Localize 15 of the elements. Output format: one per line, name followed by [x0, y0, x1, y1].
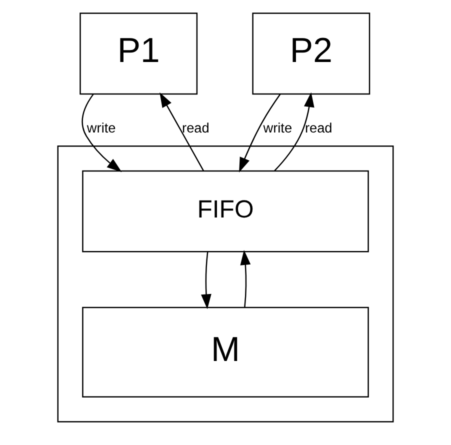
arrow	[240, 250, 251, 308]
node-box: M	[82, 306, 369, 398]
arrow	[239, 94, 281, 172]
arrow	[274, 92, 314, 172]
node-box: FIFO	[82, 170, 369, 252]
arrow	[160, 92, 204, 172]
arrow	[82, 94, 122, 172]
node-box: P1	[80, 12, 198, 95]
node-box: P2	[252, 12, 370, 95]
arrow	[201, 252, 212, 310]
edge-label: read	[182, 120, 210, 136]
edge-label: read	[304, 120, 332, 136]
edge-label: write	[263, 120, 292, 136]
cluster	[57, 146, 394, 422]
edge-label: write	[86, 120, 116, 136]
